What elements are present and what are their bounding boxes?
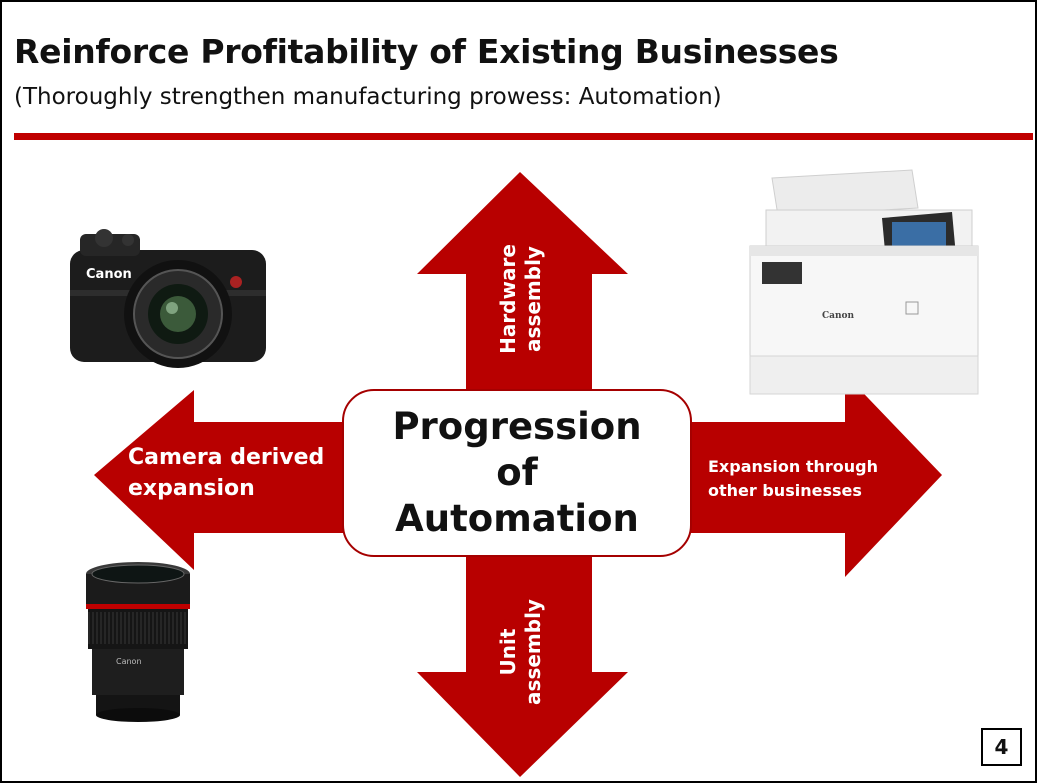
arrow-down-label: Unit assembly (496, 599, 545, 705)
arrow-down (417, 555, 628, 777)
center-node: Progression of Automation (342, 389, 692, 557)
svg-text:Canon: Canon (116, 657, 142, 666)
slide-title: Reinforce Profitability of Existing Busi… (14, 32, 839, 71)
center-line-1: Progression (392, 405, 642, 448)
svg-text:Canon: Canon (822, 311, 855, 321)
arrow-left (94, 390, 352, 570)
arrow-right-label: Expansion through other businesses (708, 457, 879, 500)
page-number: 4 (981, 728, 1022, 766)
arrow-left-label: Camera derived expansion (128, 445, 325, 501)
center-line-3: Automation (395, 497, 639, 540)
printer-image: Canon (749, 169, 979, 395)
arrow-up (417, 172, 628, 392)
svg-text:Canon: Canon (86, 267, 132, 282)
lens-image: Canon (86, 562, 190, 722)
compact-camera-image: Canon (70, 229, 266, 368)
slide-subtitle: (Thoroughly strengthen manufacturing pro… (14, 84, 722, 110)
arrow-up-label: Hardware assembly (496, 244, 545, 354)
center-line-2: of (496, 451, 538, 494)
arrow-right (687, 374, 942, 577)
title-divider (14, 133, 1033, 140)
